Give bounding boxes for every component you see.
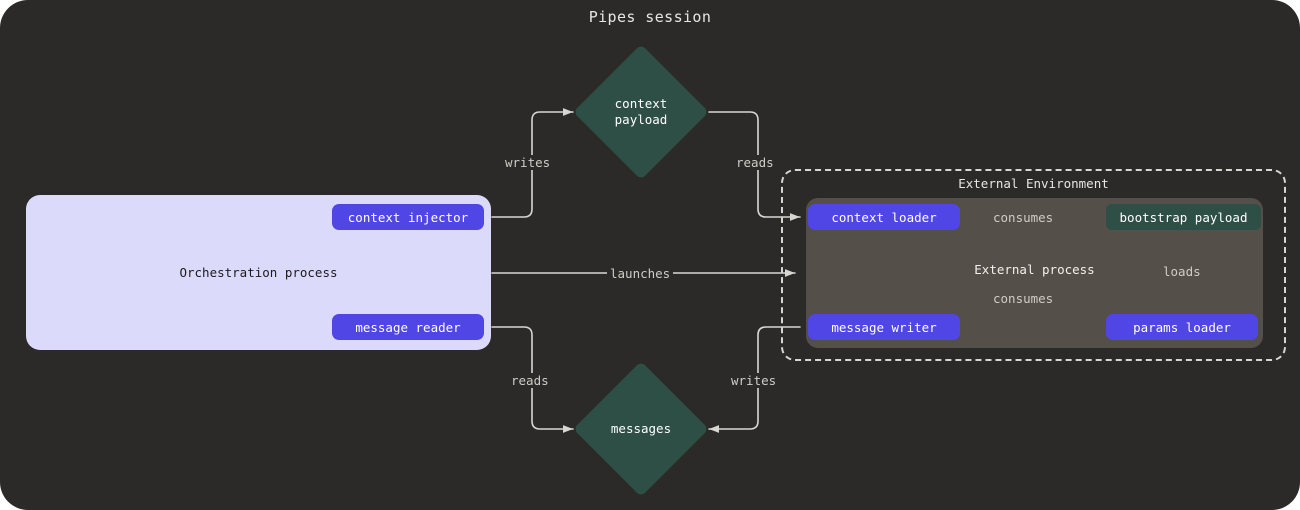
store-label-line2: payload [614,112,668,127]
node-message-writer[interactable]: message writer [808,314,960,340]
store-context-payload[interactable]: context payload [573,44,709,180]
external-environment-cluster: External Environment [781,169,1286,361]
external-process-label: External process [974,262,1095,277]
store-label-line1: messages [610,421,672,436]
edge-label-reads-messages: reads [508,373,552,388]
store-messages[interactable]: messages [573,361,709,497]
node-params-loader[interactable]: params loader [1106,314,1258,340]
store-context-payload-label: context payload [593,64,689,160]
external-environment-label: External Environment [958,176,1109,191]
edge-label-reads-context: reads [733,155,777,170]
edge-label-loads: loads [1160,264,1204,279]
edge-label-writes-context: writes [502,155,554,170]
edge-label-launches: launches [607,266,674,281]
edge-label-consumes-message: consumes [990,291,1057,306]
node-context-loader[interactable]: context loader [808,204,960,230]
orchestration-process-label: Orchestration process [179,265,338,280]
edge-label-consumes-context: consumes [990,210,1057,225]
store-messages-label: messages [593,381,689,477]
node-context-injector[interactable]: context injector [332,204,484,230]
node-message-reader[interactable]: message reader [332,314,484,340]
store-label-line1: context [614,96,668,111]
page-title: Pipes session [588,8,712,26]
edge-label-writes-messages: writes [728,373,780,388]
node-bootstrap-payload[interactable]: bootstrap payload [1106,204,1261,230]
